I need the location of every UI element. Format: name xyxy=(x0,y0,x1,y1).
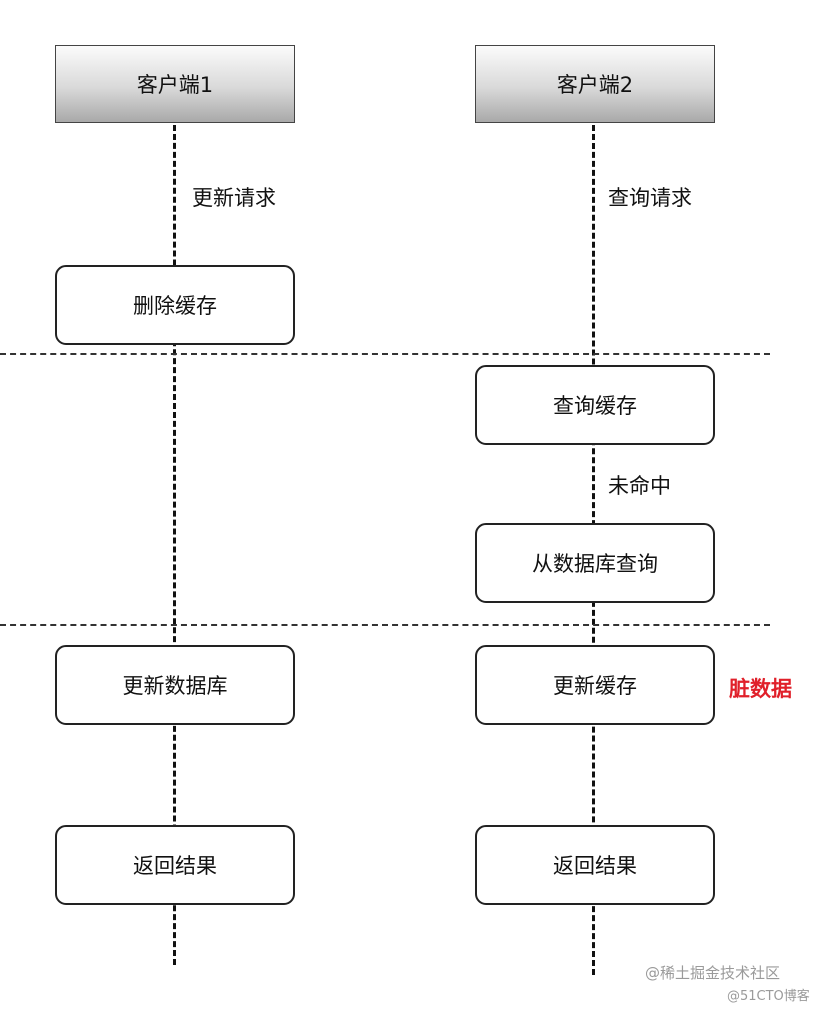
client2-return-result-step: 返回结果 xyxy=(475,825,715,905)
client1-title: 客户端1 xyxy=(136,73,214,97)
phase-separator-1 xyxy=(0,353,770,355)
dirty-data-annotation: 脏数据 xyxy=(729,677,792,701)
query-cache-step: 查询缓存 xyxy=(475,365,715,445)
query-database-step: 从数据库查询 xyxy=(475,523,715,603)
client1-return-result-step: 返回结果 xyxy=(55,825,295,905)
watermark-51cto: @51CTO博客 xyxy=(727,989,810,1004)
phase-separator-2 xyxy=(0,624,770,626)
client2-return-result-label: 返回结果 xyxy=(553,854,637,878)
query-request-label: 查询请求 xyxy=(608,186,692,210)
watermark-juejin: @稀土掘金技术社区 xyxy=(645,964,781,982)
delete-cache-label: 删除缓存 xyxy=(133,294,217,318)
update-cache-step: 更新缓存 xyxy=(475,645,715,725)
update-cache-label: 更新缓存 xyxy=(553,674,637,698)
client1-lifeline xyxy=(173,125,176,965)
update-database-step: 更新数据库 xyxy=(55,645,295,725)
update-database-label: 更新数据库 xyxy=(122,674,228,698)
client1-header: 客户端1 xyxy=(55,45,295,123)
client1-return-result-label: 返回结果 xyxy=(133,854,217,878)
cache-miss-label: 未命中 xyxy=(608,474,671,498)
client2-header: 客户端2 xyxy=(475,45,715,123)
client2-title: 客户端2 xyxy=(556,73,634,97)
query-cache-label: 查询缓存 xyxy=(553,394,637,418)
query-database-label: 从数据库查询 xyxy=(532,552,658,576)
delete-cache-step: 删除缓存 xyxy=(55,265,295,345)
update-request-label: 更新请求 xyxy=(192,186,276,210)
